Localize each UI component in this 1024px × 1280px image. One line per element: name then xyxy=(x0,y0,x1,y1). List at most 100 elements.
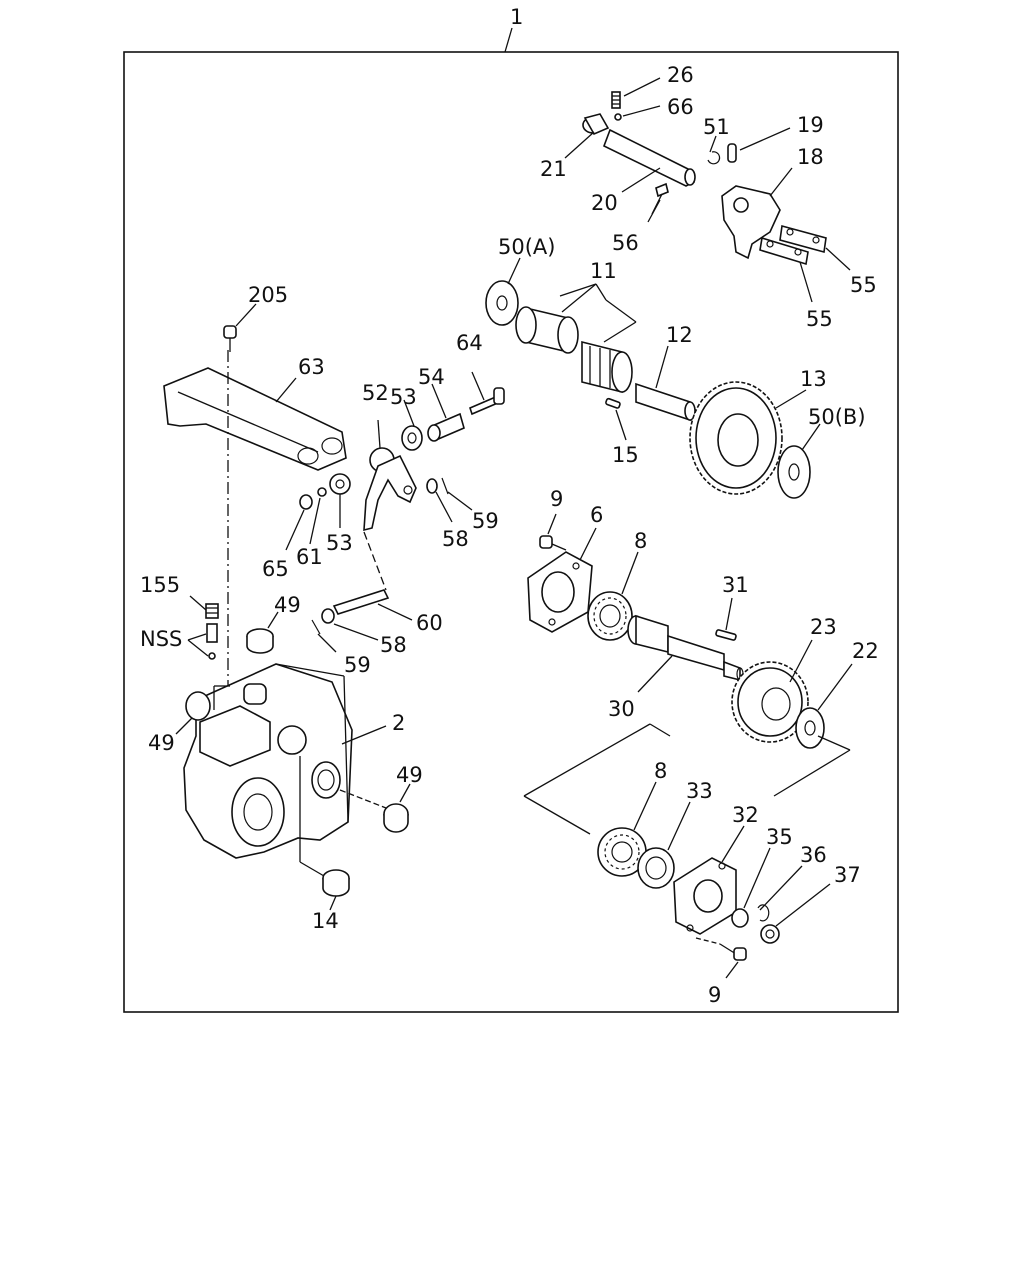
part-49-plug-a xyxy=(246,628,274,654)
part-60-pin xyxy=(332,589,390,615)
callout-64: 64 xyxy=(456,331,483,355)
callout-53-b: 53 xyxy=(326,531,353,555)
part-11-bearing-cage xyxy=(515,306,633,394)
part-30-output-shaft xyxy=(627,614,744,682)
callout-63: 63 xyxy=(298,355,325,379)
callout-15: 15 xyxy=(612,443,639,467)
part-54-sleeve xyxy=(427,412,465,442)
callout-nss: NSS xyxy=(140,627,182,651)
callout-30: 30 xyxy=(608,697,635,721)
callout-54: 54 xyxy=(418,365,445,389)
callout-52: 52 xyxy=(362,381,389,405)
part-65-nut xyxy=(299,494,313,510)
part-61-clip xyxy=(317,487,327,497)
callout-1: 1 xyxy=(510,5,523,29)
part-155-spring xyxy=(205,603,219,619)
part-50a-washer xyxy=(485,280,519,326)
callout-49-a: 49 xyxy=(274,593,301,617)
part-36-lock-washer xyxy=(757,904,770,922)
part-31-key xyxy=(715,629,737,641)
part-nss-spring xyxy=(206,623,218,660)
callout-11: 11 xyxy=(590,259,617,283)
part-33-seal xyxy=(637,847,675,889)
callout-155: 155 xyxy=(140,573,180,597)
callout-50b: 50(B) xyxy=(808,405,866,429)
part-19-pin xyxy=(727,143,737,163)
callout-59-a: 59 xyxy=(472,509,499,533)
part-205-bolt xyxy=(223,325,237,352)
part-6-gasket xyxy=(527,551,593,633)
callout-55-a: 55 xyxy=(850,273,877,297)
part-58-washer-b xyxy=(321,608,335,624)
callout-35: 35 xyxy=(766,825,793,849)
callout-61: 61 xyxy=(296,545,323,569)
part-53-bushing-b xyxy=(329,473,351,495)
callout-32: 32 xyxy=(732,803,759,827)
callout-14: 14 xyxy=(312,909,339,933)
callout-18: 18 xyxy=(797,145,824,169)
part-32-cover xyxy=(673,857,737,935)
part-49-plug-c xyxy=(383,803,409,833)
callout-66: 66 xyxy=(667,95,694,119)
callout-21: 21 xyxy=(540,157,567,181)
callout-60: 60 xyxy=(416,611,443,635)
part-59-cotter-b xyxy=(311,619,321,635)
part-52-shift-arm xyxy=(363,447,417,532)
callout-20: 20 xyxy=(591,191,618,215)
callout-19: 19 xyxy=(797,113,824,137)
part-14-plug xyxy=(322,869,350,897)
part-15-pin xyxy=(605,397,621,409)
callout-56: 56 xyxy=(612,231,639,255)
callout-51: 51 xyxy=(703,115,730,139)
part-66-ball xyxy=(614,113,622,121)
part-50b-washer xyxy=(777,445,811,499)
part-18-shift-fork xyxy=(721,185,781,260)
callout-23: 23 xyxy=(810,615,837,639)
part-64-bolt xyxy=(469,387,505,416)
part-12-shaft xyxy=(635,382,696,422)
callout-9-b: 9 xyxy=(708,983,721,1007)
callout-205: 205 xyxy=(248,283,288,307)
callout-37: 37 xyxy=(834,863,861,887)
part-8-bearing-a xyxy=(587,591,633,641)
callout-50a: 50(A) xyxy=(498,235,555,259)
callout-22: 22 xyxy=(852,639,879,663)
callout-26: 26 xyxy=(667,63,694,87)
callout-55-b: 55 xyxy=(806,307,833,331)
callout-49-b: 49 xyxy=(148,731,175,755)
callout-9-a: 9 xyxy=(550,487,563,511)
part-26-spring xyxy=(611,91,621,109)
callout-33: 33 xyxy=(686,779,713,803)
callout-6: 6 xyxy=(590,503,603,527)
part-20-shift-rod xyxy=(582,113,696,187)
part-59-cotter-a xyxy=(441,477,449,495)
part-13-gear xyxy=(689,381,783,495)
callout-12: 12 xyxy=(666,323,693,347)
callout-13: 13 xyxy=(800,367,827,391)
part-53-bushing-a xyxy=(401,425,423,451)
callout-8-a: 8 xyxy=(634,529,647,553)
part-9-bolt-b xyxy=(719,943,747,961)
part-2-housing xyxy=(183,663,353,859)
part-58-washer-a xyxy=(426,478,438,494)
callout-59-b: 59 xyxy=(344,653,371,677)
part-55-plates xyxy=(759,224,827,266)
part-63-lever-arm xyxy=(163,367,347,471)
callout-36: 36 xyxy=(800,843,827,867)
callout-58-a: 58 xyxy=(442,527,469,551)
callout-31: 31 xyxy=(722,573,749,597)
callout-8-b: 8 xyxy=(654,759,667,783)
part-37-nut xyxy=(760,924,780,944)
part-23-gear xyxy=(731,661,809,743)
part-51-clip xyxy=(707,151,721,165)
callout-58-b: 58 xyxy=(380,633,407,657)
callout-2: 2 xyxy=(392,711,405,735)
part-35-washer xyxy=(731,908,749,928)
part-49-plug-b xyxy=(185,691,211,721)
callout-53-a: 53 xyxy=(390,385,417,409)
part-22-washer xyxy=(795,707,825,749)
part-9-bolt-a xyxy=(539,535,567,551)
callout-65: 65 xyxy=(262,557,289,581)
diagram-frame xyxy=(123,51,899,1013)
